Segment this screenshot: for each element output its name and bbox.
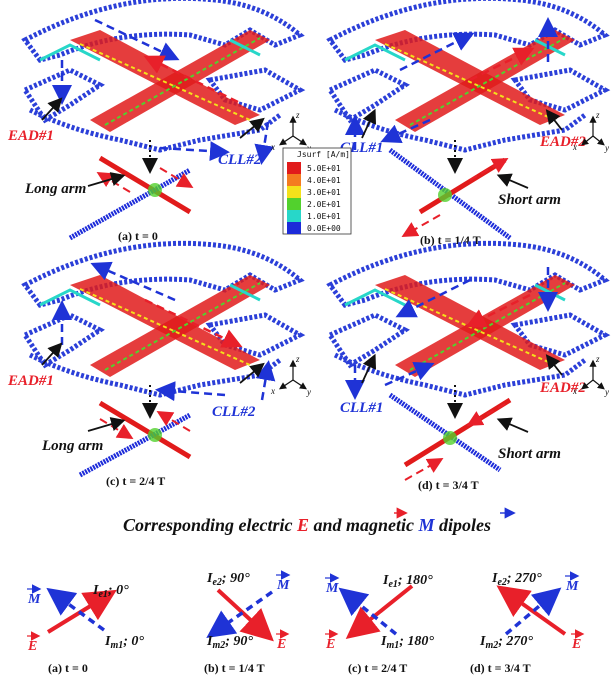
cross-element xyxy=(68,155,192,241)
svg-text:z: z xyxy=(595,110,600,120)
dipole-panel-c: M E Ie1; 180° Im1; 180° (c) t = 2/4 T xyxy=(325,573,434,675)
antenna-structure xyxy=(21,0,306,153)
legend-value: 2.0E+01 xyxy=(307,200,341,209)
svg-text:z: z xyxy=(295,354,300,364)
panel-c-arm-label: Long arm xyxy=(41,438,103,454)
panel-c: EAD#1 CLL#2 Long arm (c) t = 2/4 T xyxy=(7,240,306,488)
dipole-panel-b: M E Ie2; 90° Im2; 90° (b) t = 1/4 T xyxy=(204,570,291,675)
panel-d-loop-label: CLL#1 xyxy=(340,400,383,416)
panel-b-arm-label: Short arm xyxy=(498,192,561,208)
svg-text:x: x xyxy=(270,142,275,152)
antenna-structure xyxy=(21,240,306,398)
panel-a-dipole-label: EAD#1 xyxy=(7,128,54,144)
svg-text:z: z xyxy=(295,110,300,120)
panel-d: CLL#1 EAD#2 Short arm (d) t = 3/4 T xyxy=(326,240,611,492)
svg-text:x: x xyxy=(572,386,577,396)
legend-value: 5.0E+01 xyxy=(307,164,341,173)
panel-d-caption: (d) t = 3/4 T xyxy=(418,478,479,492)
im-label: Im1; 180° xyxy=(380,634,434,651)
m-vector-label: M xyxy=(565,579,579,594)
dipole-caption: (d) t = 3/4 T xyxy=(470,661,531,675)
legend-value: 4.0E+01 xyxy=(307,176,341,185)
dipole-caption: (a) t = 0 xyxy=(48,661,88,675)
svg-text:y: y xyxy=(306,387,311,397)
e-vector-label: E xyxy=(325,637,335,652)
legend-swatch xyxy=(287,186,301,198)
m-vector-label: M xyxy=(325,581,339,596)
antenna-structure xyxy=(326,240,611,398)
legend-swatch xyxy=(287,198,301,210)
legend-swatch xyxy=(287,174,301,186)
legend-swatch xyxy=(287,222,301,234)
legend-title: Jsurf [A/m] xyxy=(297,150,350,159)
dipole-caption: (c) t = 2/4 T xyxy=(348,661,407,675)
panel-b: CLL#1 EAD#2 Short arm (b) t = 1/4 T xyxy=(326,0,611,247)
legend-swatch xyxy=(287,210,301,222)
svg-text:x: x xyxy=(572,142,577,152)
panel-c-dipole-label: EAD#1 xyxy=(7,373,54,389)
axes-icon: z x y xyxy=(572,354,609,397)
e-vector-label: E xyxy=(27,639,37,654)
antenna-structure xyxy=(326,0,611,153)
panel-a-caption: (a) t = 0 xyxy=(118,229,158,243)
panel-d-arm-label: Short arm xyxy=(498,446,561,462)
dipole-caption: (b) t = 1/4 T xyxy=(204,661,265,675)
m-vector-label: M xyxy=(27,592,41,607)
im-label: Im1; 0° xyxy=(104,634,144,651)
svg-text:y: y xyxy=(604,387,609,397)
legend-swatch xyxy=(287,162,301,174)
dipole-panel-a: M E Ie1; 0° Im1; 0° (a) t = 0 xyxy=(27,583,144,675)
cross-element xyxy=(388,147,512,241)
current-density-legend: Jsurf [A/m] 5.0E+01 4.0E+01 3.0E+01 2.0E+01… xyxy=(282,147,352,235)
legend-value: 0.0E+00 xyxy=(307,224,341,233)
legend-value: 1.0E+01 xyxy=(307,212,341,221)
im-label: Im2; 90° xyxy=(206,634,253,651)
ie-label: Ie2; 90° xyxy=(206,571,250,588)
ie-label: Ie2; 270° xyxy=(491,571,542,588)
m-vector-label: M xyxy=(276,578,290,593)
e-vector-label: E xyxy=(276,637,286,652)
panel-a: EAD#1 CLL#2 Long arm (a) t = 0 xyxy=(7,0,306,243)
ie-label: Ie1; 0° xyxy=(92,583,129,600)
panel-c-loop-label: CLL#2 xyxy=(212,404,256,420)
ie-label: Ie1; 180° xyxy=(382,573,433,590)
cross-element xyxy=(388,392,512,473)
panel-d-dipole-label: EAD#2 xyxy=(539,380,586,396)
panel-a-arm-label: Long arm xyxy=(24,181,86,197)
legend-value: 3.0E+01 xyxy=(307,188,341,197)
dipole-panel-d: M E Ie2; 270° Im2; 270° (d) t = 3/4 T xyxy=(470,571,585,675)
cross-element xyxy=(78,400,192,478)
axes-icon: z x y xyxy=(572,110,609,153)
axes-icon: z x y xyxy=(270,354,311,397)
e-vector-label: E xyxy=(571,637,581,652)
dipoles-title: Corresponding electric E and magnetic M … xyxy=(123,515,491,535)
panel-a-loop-label: CLL#2 xyxy=(218,152,262,168)
axes-icon: z x y xyxy=(270,110,311,153)
panel-c-caption: (c) t = 2/4 T xyxy=(106,474,165,488)
im-label: Im2; 270° xyxy=(479,634,533,651)
panel-b-dipole-label: EAD#2 xyxy=(539,134,586,150)
svg-text:z: z xyxy=(595,354,600,364)
svg-text:y: y xyxy=(604,143,609,153)
svg-text:x: x xyxy=(270,386,275,396)
